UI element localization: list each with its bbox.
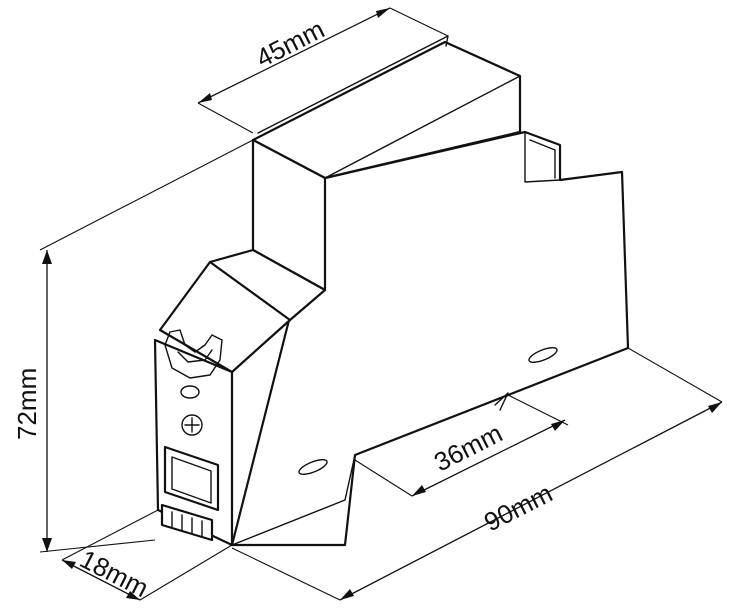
port-inner	[171, 456, 212, 504]
port-icon	[163, 445, 220, 512]
dimension-height: 72mm	[12, 139, 254, 553]
back-step	[524, 131, 561, 183]
label-90mm: 90mm	[479, 478, 557, 538]
din-latch-ribs	[171, 511, 203, 538]
label-45mm: 45mm	[251, 14, 329, 74]
label-18mm: 18mm	[75, 544, 153, 604]
screw-slot	[184, 417, 200, 433]
device-body	[153, 35, 630, 547]
front-details	[160, 329, 223, 542]
label-72mm: 72mm	[12, 368, 42, 440]
side-panel	[230, 130, 630, 547]
terminal-clamp	[164, 329, 223, 379]
screw-icon	[181, 414, 203, 436]
contact-icon	[180, 385, 200, 399]
terminal-clamp-inner	[177, 349, 213, 363]
side-notch	[494, 392, 509, 411]
din-latch	[160, 503, 214, 542]
front-side-edge	[231, 289, 326, 373]
side-slot-upper	[528, 347, 558, 363]
bottom-edge	[231, 454, 356, 546]
side-slot-lower	[298, 459, 328, 475]
